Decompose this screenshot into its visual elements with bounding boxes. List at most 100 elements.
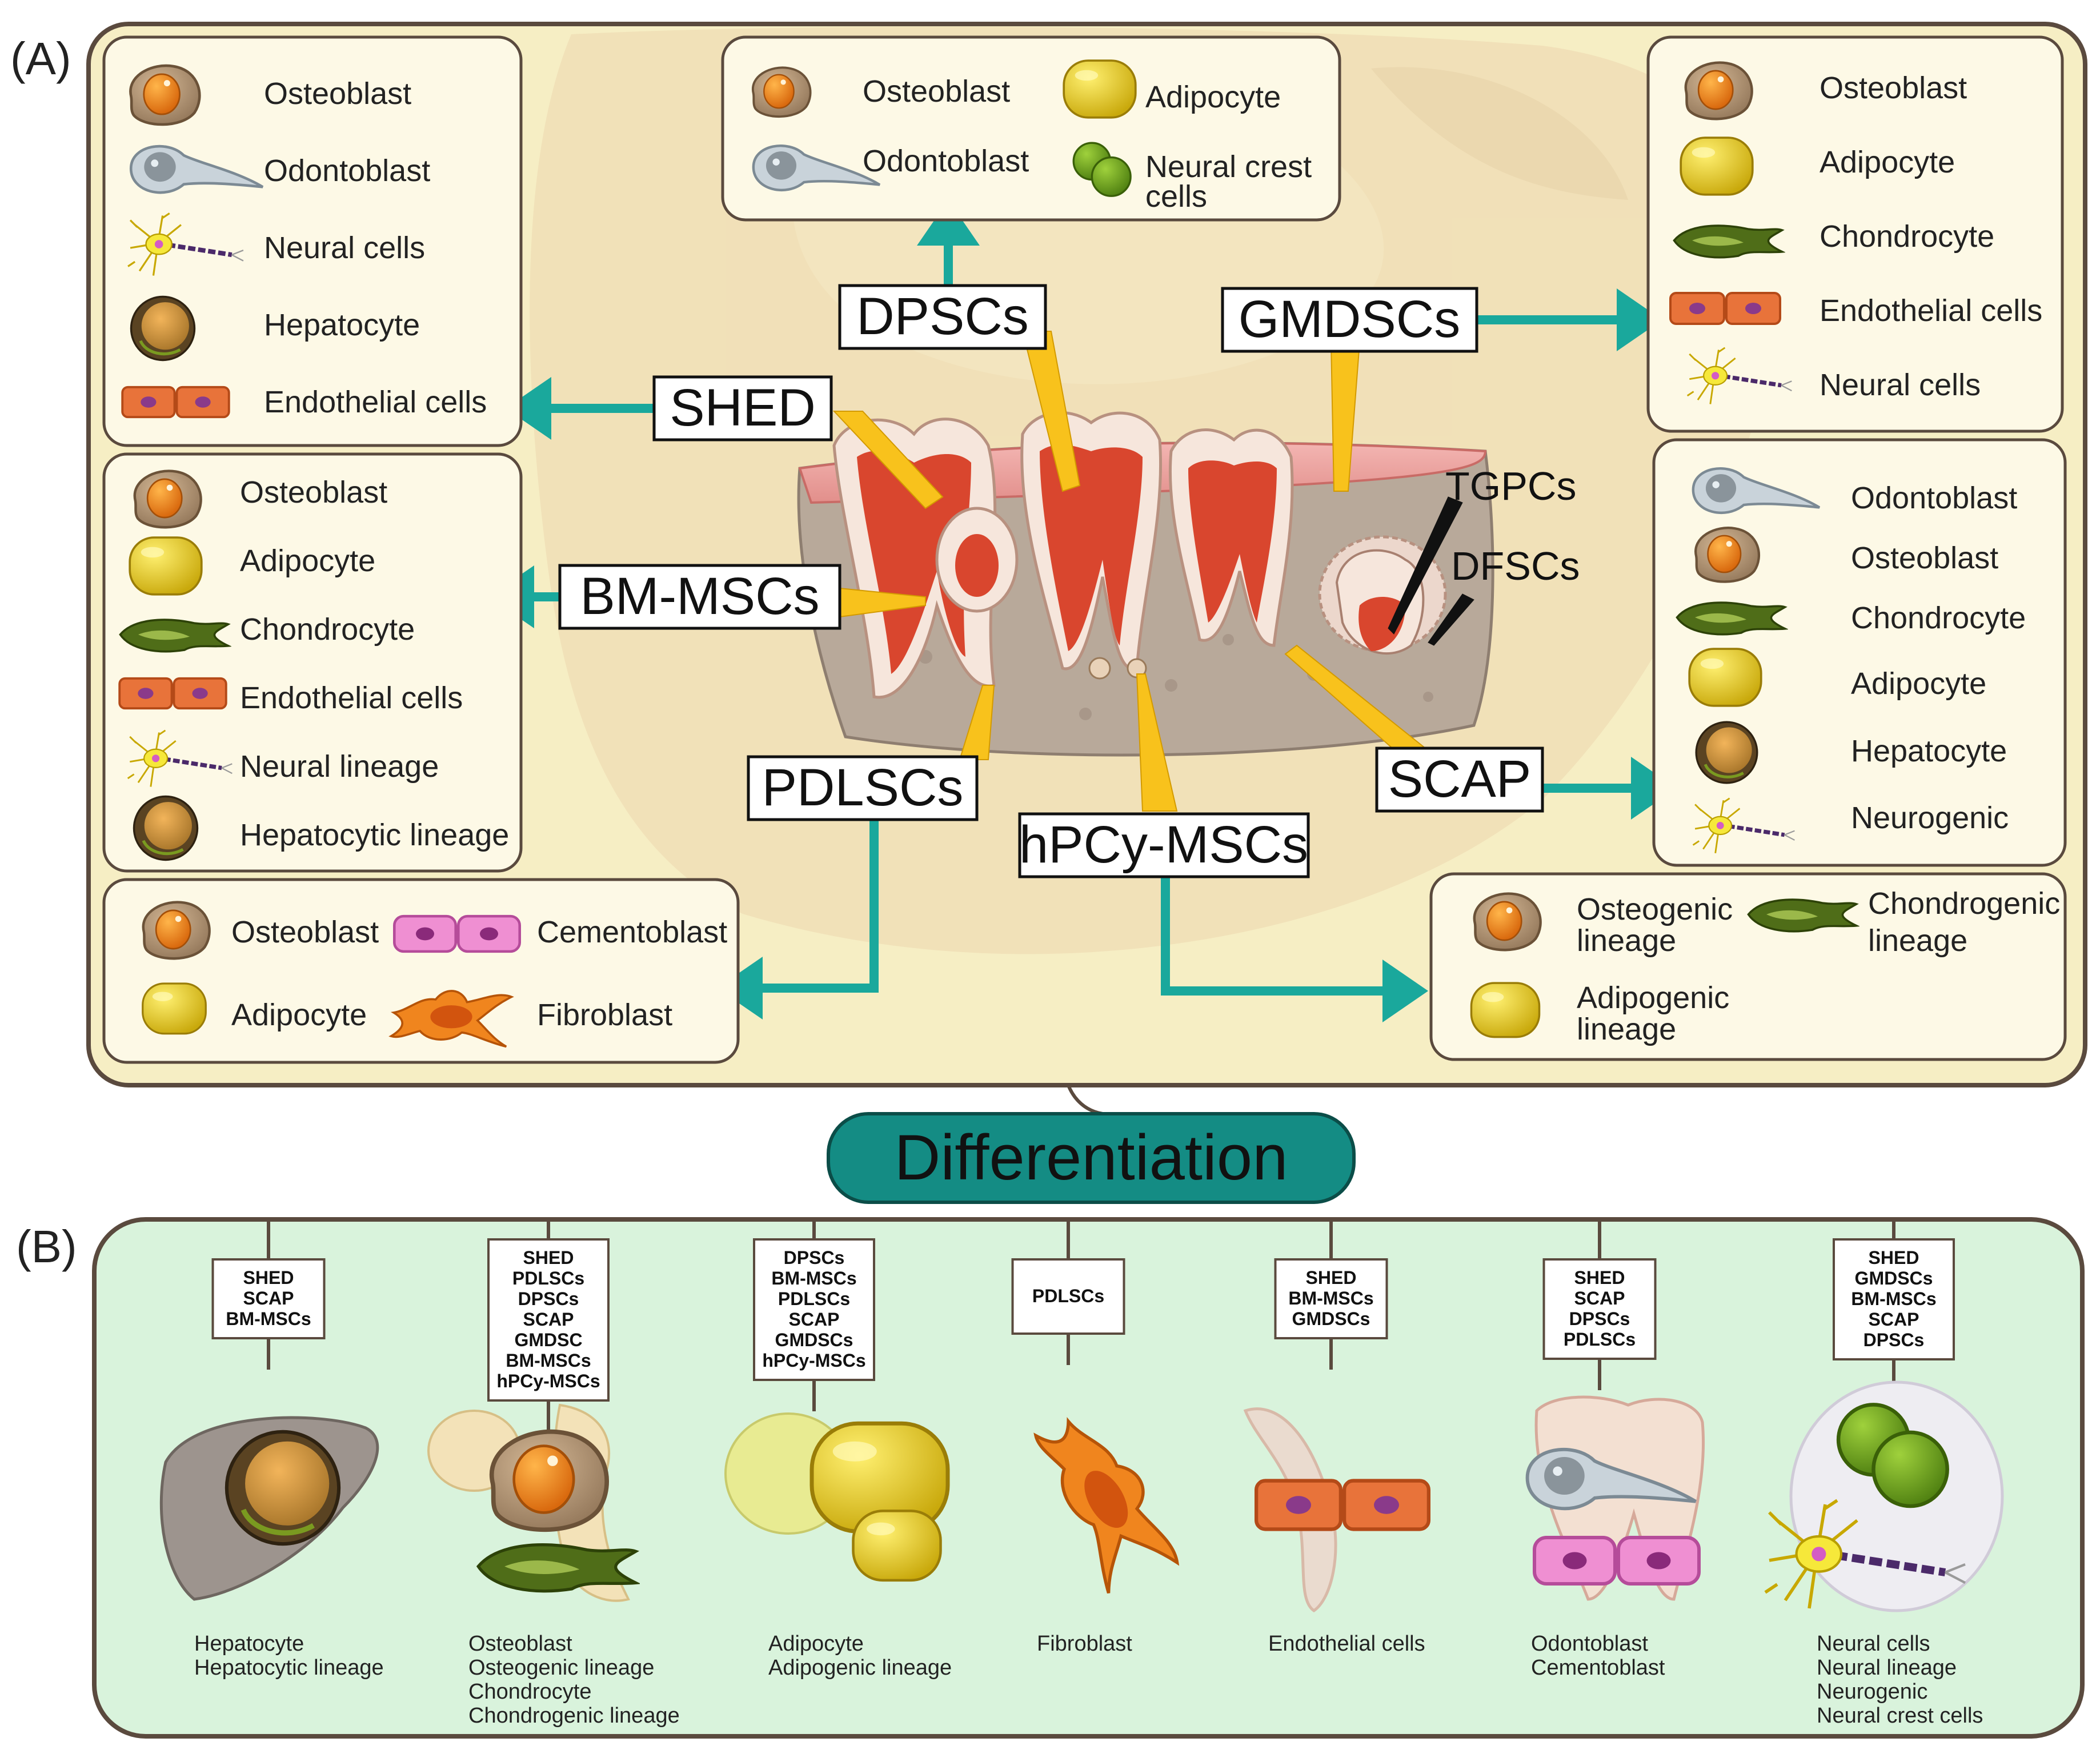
source-list-item: DPSCs (1569, 1309, 1630, 1329)
outcome-label: Endothelial cells (1268, 1632, 1425, 1656)
source-list-item: GMDSCs (1292, 1309, 1370, 1329)
source-labels: DPSCs GMDSCs SHED BM-MSCs PDLSCs hPCy-MS… (558, 284, 1580, 878)
bm-mscs-box-item: Adipocyte (240, 544, 375, 578)
source-list-item: BM-MSCs (226, 1309, 311, 1329)
pdlscs-box-item: Fibroblast (537, 998, 672, 1032)
shed-box-item: Endothelial cells (264, 385, 487, 419)
source-list-item: GMDSCs (775, 1330, 853, 1350)
scap-box-item: Osteoblast (1851, 541, 1998, 575)
source-list-item: SHED (523, 1247, 574, 1268)
pdlscs-box-item: Cementoblast (537, 915, 727, 949)
label-shed: SHED (670, 379, 816, 437)
source-pointer-lines (1388, 496, 1474, 646)
outcome-label: Cementoblast (1531, 1656, 1665, 1680)
outcome-label: Neurogenic (1817, 1680, 1927, 1704)
chondrocyte-icon (1673, 224, 1784, 259)
osteoblast-icon (1696, 528, 1759, 581)
outcome-label: Hepatocytic lineage (194, 1656, 384, 1680)
source-list-item: SHED (1306, 1267, 1357, 1288)
outcome-label: Neural cells (1817, 1632, 1930, 1656)
source-list-item: BM-MSCs (1851, 1289, 1936, 1309)
outcome-label: Chondrogenic lineage (468, 1704, 680, 1728)
gmdscs-box-item: Adipocyte (1820, 145, 1955, 179)
hpcy-box-item: Osteogenic (1577, 892, 1733, 926)
source-list-item: SCAP (1869, 1309, 1919, 1330)
source-list-item: GMDSCs (1855, 1268, 1933, 1289)
outcome-label: Chondrocyte (468, 1680, 591, 1704)
hepatocyte-icon (131, 297, 195, 360)
dpscs-differentiation-box: Osteoblast Odontoblast Adipocyte Neural … (721, 35, 1341, 222)
source-list-item: DPSCs (518, 1289, 579, 1309)
gmdscs-box-item: Endothelial cells (1820, 294, 2042, 328)
source-list-item: SCAP (789, 1309, 840, 1330)
source-list-box (1542, 1258, 1657, 1360)
bm-mscs-box-item: Hepatocytic lineage (240, 818, 509, 852)
differentiation-arrows (526, 240, 1634, 996)
gmdscs-box-item: Chondrocyte (1820, 219, 1994, 254)
outcome-label: Fibroblast (1037, 1632, 1132, 1656)
blood-vessel-icon (1243, 1407, 1337, 1613)
label-scap: SCAP (1388, 750, 1532, 808)
label-hpcy-mscs: hPCy-MSCs (1019, 816, 1308, 874)
source-list-box (1833, 1238, 1955, 1360)
chondrocyte-icon (119, 619, 230, 653)
hepatocyte-icon (1696, 722, 1757, 783)
shed-box-item: Odontoblast (264, 154, 430, 188)
dpscs-box-item: Odontoblast (863, 144, 1029, 178)
source-list-item: hPCy-MSCs (496, 1371, 600, 1391)
osteoblast-icon (130, 66, 199, 125)
panel-b-illustrations (159, 1380, 2004, 1613)
osteoblast-icon (492, 1432, 607, 1530)
outcome-label: Osteogenic lineage (468, 1656, 654, 1680)
source-list-item: GMDSC (514, 1330, 582, 1350)
outcome-label: Neural lineage (1817, 1656, 1957, 1680)
bm-mscs-box-item: Neural lineage (240, 749, 439, 784)
hpcy-mscs-differentiation-box: Osteogenic lineage Chondrogenic lineage … (1429, 872, 2067, 1061)
dpscs-box-item: Osteoblast (863, 74, 1010, 109)
pdlscs-box-item: Osteoblast (231, 915, 379, 949)
shed-box-item: Osteoblast (264, 77, 411, 111)
source-list-box (487, 1238, 610, 1402)
bm-mscs-box-item: Chondrocyte (240, 612, 415, 647)
bm-mscs-box-item: Osteoblast (240, 475, 387, 509)
adipocyte-icon (1470, 982, 1541, 1038)
arrowheads (488, 200, 1677, 1022)
panel-a-label: (A) (10, 33, 71, 84)
source-list-item: SHED (243, 1267, 294, 1288)
source-list-item: PDLSCs (1032, 1286, 1104, 1306)
gmdscs-differentiation-box: Osteoblast Adipocyte Chondrocyte Endothe… (1646, 35, 2064, 433)
label-dfscs: DFSCs (1451, 544, 1580, 588)
source-list-item: PDLSCs (1564, 1329, 1636, 1350)
source-list-item: DPSCs (1863, 1330, 1925, 1350)
chondrocyte-icon (1676, 601, 1786, 636)
pdlscs-differentiation-box: Osteoblast Cementoblast Adipocyte Fibrob… (102, 878, 740, 1064)
source-list-item: SCAP (243, 1288, 294, 1309)
shed-box-item: Hepatocyte (264, 308, 420, 342)
source-list-box (1011, 1258, 1125, 1335)
scap-box-item: Odontoblast (1851, 481, 2017, 515)
osteoblast-icon (753, 67, 811, 117)
outcome-label: Adipogenic lineage (768, 1656, 952, 1680)
source-list-item: SCAP (523, 1309, 574, 1330)
label-pdlscs: PDLSCs (762, 758, 964, 817)
chondrocyte-icon (1747, 898, 1858, 933)
label-bm-mscs: BM-MSCs (580, 567, 819, 625)
shed-differentiation-box: Osteoblast Odontoblast Neural cells Hepa… (102, 35, 523, 447)
differentiation-title: Differentiation (894, 1122, 1288, 1193)
gmdscs-box-item: Osteoblast (1820, 71, 1967, 105)
chondrocyte-icon (478, 1545, 636, 1591)
label-dpscs: DPSCs (856, 287, 1029, 346)
outcome-label: Hepatocyte (194, 1632, 304, 1656)
scap-box-item: Hepatocyte (1851, 734, 2007, 768)
source-callouts (832, 331, 1441, 812)
outcome-label: Odontoblast (1531, 1632, 1648, 1656)
source-list-item: BM-MSCs (771, 1268, 856, 1289)
label-gmdscs: GMDSCs (1239, 290, 1460, 348)
hpcy-box-item: Chondrogenic (1868, 886, 2060, 921)
adipocyte-icon (142, 982, 207, 1035)
hepatocyte-icon (227, 1432, 339, 1544)
scap-box-item: Chondrocyte (1851, 601, 2026, 635)
source-list-box (211, 1258, 326, 1339)
hpcy-box-item: Adipogenic (1577, 981, 1729, 1015)
shed-box-item: Neural cells (264, 231, 425, 265)
